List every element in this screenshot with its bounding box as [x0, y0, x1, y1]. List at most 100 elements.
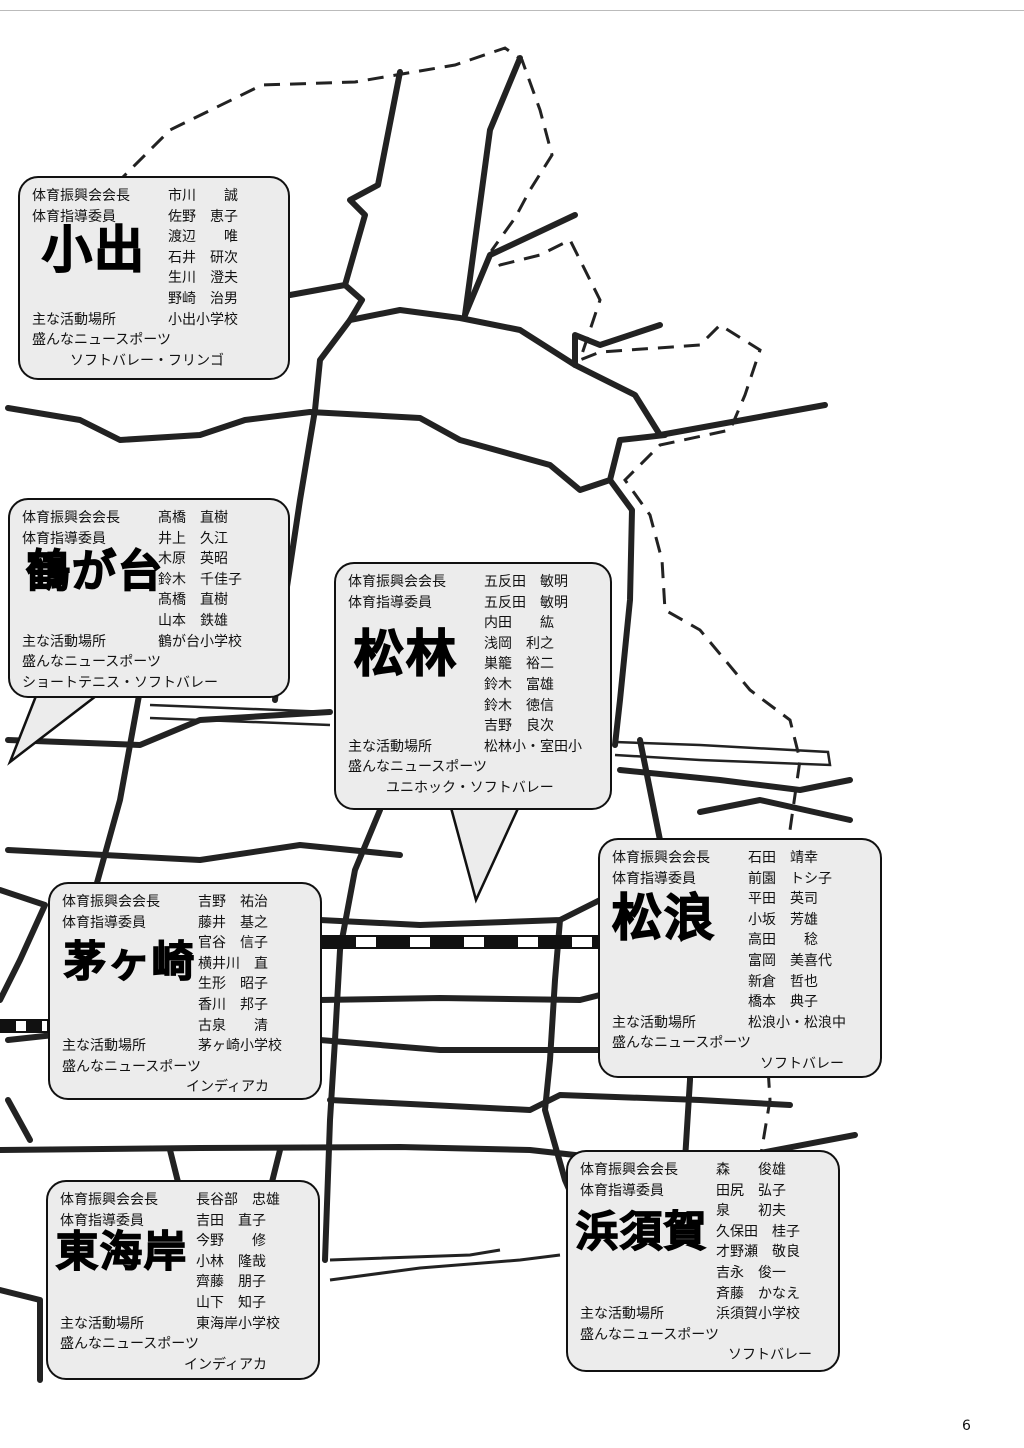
- instructor-name: 鈴木 千佳子: [158, 571, 242, 588]
- sport-label: 盛んなニュースポーツ: [612, 1035, 752, 1052]
- venue-label: 主な活動場所: [32, 311, 116, 328]
- sports: インディアカ: [184, 1356, 268, 1373]
- district-higashikaigan: 体育振興会会長長谷部 忠雄 体育指導委員吉田 直子 今野 修 小林 隆哉 齊藤 …: [46, 1180, 320, 1380]
- instructor-name: 井上 久江: [158, 530, 228, 547]
- instructor-name: 内田 紘: [484, 615, 554, 632]
- road-thin: [329, 1248, 501, 1262]
- road: [347, 307, 828, 438]
- instructor-name: 古泉 清: [198, 1017, 268, 1034]
- instructor-name: 橋本 典子: [748, 994, 818, 1011]
- sport-label: 盛んなニュースポーツ: [62, 1058, 202, 1075]
- callout-pointer: [448, 803, 522, 904]
- instructor-name: 才野瀬 敬良: [716, 1244, 800, 1261]
- road: [317, 897, 603, 928]
- sports: ショートテニス・ソフトバレー: [22, 674, 218, 691]
- sports: ソフトバレー: [728, 1347, 812, 1364]
- road: [92, 687, 143, 893]
- chairman-label: 体育振興会会長: [22, 510, 120, 526]
- road: [287, 69, 403, 298]
- instructor-name: 生形 昭子: [198, 976, 268, 993]
- instructor-name: 泉 初夫: [716, 1203, 786, 1220]
- chairman-label: 体育振興会会長: [60, 1192, 158, 1208]
- venue: 東海岸小学校: [196, 1315, 280, 1332]
- chairman-name: 長谷部 忠雄: [196, 1192, 280, 1208]
- instructor-name: 巣籠 裕二: [484, 656, 554, 673]
- instructor-name: 鈴木 富雄: [484, 676, 554, 693]
- instructor-name: 田尻 弘子: [716, 1182, 786, 1199]
- district-tsurugadai: 体育振興会会長髙橋 直樹 体育指導委員井上 久江 木原 英昭 鈴木 千佳子 髙橋…: [8, 498, 290, 698]
- instructor-name: 高田 稔: [748, 932, 818, 949]
- instructor-name: 新倉 哲也: [748, 973, 818, 990]
- instructor-name: 佐野 恵子: [168, 208, 238, 225]
- road: [5, 1097, 33, 1143]
- district-name: 松浪: [611, 889, 716, 947]
- district-name: 松林: [353, 625, 458, 683]
- highway-edge: [614, 740, 832, 767]
- highway-edge: [149, 703, 331, 727]
- instructor-name: 石井 研次: [168, 249, 238, 266]
- road: [317, 1037, 603, 1053]
- chairman-label: 体育振興会会長: [62, 894, 160, 910]
- instructor-name: 木原 英昭: [158, 551, 228, 568]
- instructor-name: 生川 澄夫: [168, 270, 238, 287]
- district-name: 東海岸: [55, 1227, 189, 1276]
- road: [327, 1092, 793, 1113]
- sports: ソフトバレー・フリンゴ: [70, 352, 224, 369]
- sports: ソフトバレー: [760, 1055, 844, 1072]
- instructor-name: 野崎 治男: [168, 290, 238, 307]
- callout-pointer: [7, 695, 97, 766]
- road: [5, 709, 333, 748]
- road: [697, 797, 853, 823]
- chairman-label: 体育振興会会長: [32, 188, 130, 204]
- instructor-name: 富岡 美喜代: [748, 952, 832, 969]
- sports: ユニホック・ソフトバレー: [386, 779, 554, 796]
- road: [462, 55, 523, 318]
- instructor-name: 久保田 桂子: [716, 1223, 800, 1240]
- district-hamasuka: 体育振興会会長森 俊雄 体育指導委員田尻 弘子 泉 初夫 久保田 桂子 才野瀬 …: [566, 1150, 840, 1372]
- instructor-name: 小坂 芳雄: [748, 911, 818, 928]
- venue-label: 主な活動場所: [22, 633, 106, 650]
- venue-label: 主な活動場所: [580, 1306, 664, 1323]
- chairman-name: 石田 靖幸: [748, 850, 818, 866]
- district-matsunami: 体育振興会会長石田 靖幸 体育指導委員前園 トシ子 平田 英司 小坂 芳雄 高田…: [598, 838, 882, 1078]
- instructor-name: 吉田 直子: [196, 1212, 266, 1229]
- instructor-name: 香川 邦子: [198, 996, 268, 1013]
- instructor-name: 山本 鉄雄: [158, 612, 228, 629]
- road: [462, 212, 578, 318]
- district-koide: 体育振興会会長市川 誠 体育指導委員佐野 恵子 渡辺 唯 石井 研次 生川 澄夫…: [18, 176, 290, 380]
- instructor-name: 五反田 敏明: [484, 594, 568, 611]
- instructor-name: 官谷 信子: [198, 935, 268, 952]
- road-thin: [329, 1253, 561, 1282]
- sport-label: 盛んなニュースポーツ: [580, 1326, 720, 1343]
- instructor-name: 浅岡 利之: [484, 635, 554, 652]
- chairman-label: 体育振興会会長: [612, 850, 710, 866]
- instructor-name: 髙橋 直樹: [158, 592, 228, 609]
- road: [317, 992, 603, 1003]
- venue-label: 主な活動場所: [612, 1014, 696, 1031]
- road: [322, 807, 383, 1263]
- city-boundary: [58, 46, 802, 1200]
- venue: 松林小・室田小: [484, 738, 582, 755]
- venue: 浜須賀小学校: [716, 1306, 800, 1323]
- road: [0, 887, 48, 1003]
- instructor-name: 前園 トシ子: [748, 870, 832, 887]
- chairman-name: 森 俊雄: [716, 1162, 786, 1178]
- venue-label: 主な活動場所: [62, 1038, 146, 1055]
- sport-label: 盛んなニュースポーツ: [348, 759, 488, 776]
- sport-label: 盛んなニュースポーツ: [60, 1336, 200, 1353]
- instructor-name: 斉藤 かなえ: [716, 1285, 800, 1302]
- page-number: 6: [962, 1418, 971, 1434]
- venue-label: 主な活動場所: [60, 1315, 144, 1332]
- district-name: 茅ヶ崎: [63, 937, 197, 986]
- instructor-label: 体育指導委員: [60, 1212, 144, 1229]
- road: [0, 1287, 43, 1383]
- chairman-label: 体育振興会会長: [580, 1162, 678, 1178]
- road: [5, 405, 668, 493]
- road: [572, 322, 663, 368]
- venue: 鶴が台小学校: [158, 633, 242, 650]
- road: [617, 767, 853, 793]
- district-chigasaki: 体育振興会会長吉野 祐治 体育指導委員藤井 基之 官谷 信子 横井川 直 生形 …: [48, 882, 322, 1100]
- chairman-name: 五反田 敏明: [484, 574, 568, 590]
- venue: 茅ヶ崎小学校: [198, 1038, 282, 1055]
